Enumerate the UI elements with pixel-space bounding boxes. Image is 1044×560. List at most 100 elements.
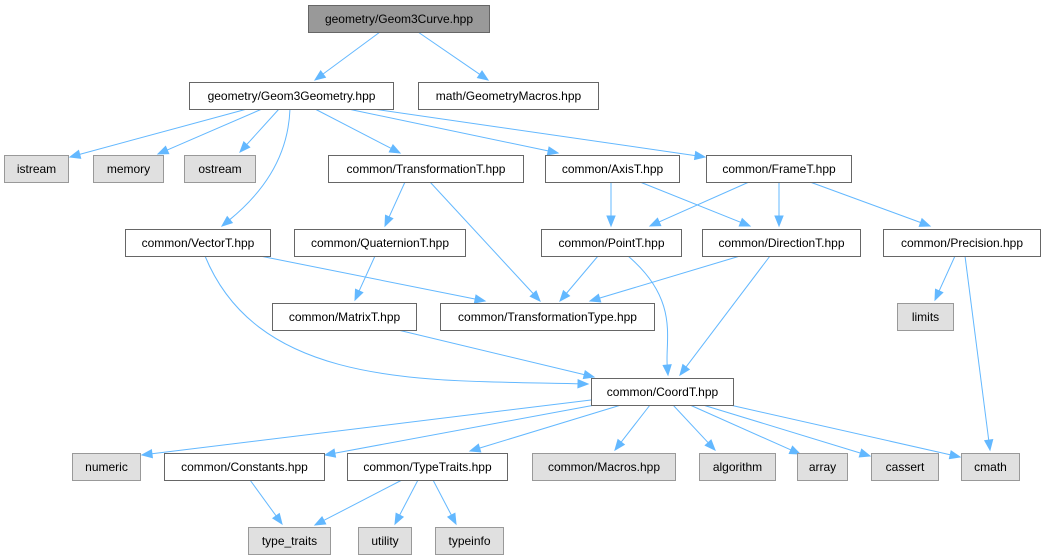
node-framet[interactable]: common/FrameT.hpp	[706, 155, 852, 183]
node-box	[184, 155, 256, 183]
node-label: common/TypeTraits.hpp	[363, 460, 492, 474]
node-label: common/DirectionT.hpp	[718, 236, 844, 250]
node-label: cassert	[886, 460, 925, 474]
edge-constants-to-type_traits	[249, 479, 283, 526]
node-label: istream	[17, 162, 56, 176]
node-box	[418, 82, 599, 110]
node-algorithm: algorithm	[699, 453, 776, 481]
node-box	[347, 453, 508, 481]
edge-directiont-to-coordt	[679, 255, 771, 377]
node-box	[871, 453, 939, 481]
arrowhead-icon	[476, 70, 490, 81]
edge-coordt-to-array	[689, 404, 802, 455]
node-label: numeric	[85, 460, 128, 474]
node-box	[72, 453, 141, 481]
edge-pointt-to-coordt	[627, 255, 672, 377]
node-box	[541, 229, 682, 257]
node-box	[440, 303, 655, 331]
node-quaterniont[interactable]: common/QuaternionT.hpp	[294, 229, 466, 257]
edge-geom3geometry-to-ostream	[239, 108, 280, 153]
node-transformationtype[interactable]: common/TransformationType.hpp	[440, 303, 655, 331]
edge-typetraits-to-typeinfo	[432, 479, 457, 526]
node-vectort[interactable]: common/VectorT.hpp	[125, 229, 271, 257]
node-transformationt[interactable]: common/TransformationT.hpp	[328, 155, 524, 183]
edge-geom3geometry-to-istream	[68, 108, 248, 159]
node-box	[961, 453, 1020, 481]
edge-geom3geometry-to-axist	[347, 108, 560, 156]
arrowhead-icon	[473, 294, 487, 304]
edge-line	[228, 108, 291, 221]
node-geom3geometry[interactable]: geometry/Geom3Geometry.hpp	[189, 82, 394, 110]
arrowhead-icon	[323, 448, 337, 458]
arrowhead-icon	[918, 217, 932, 227]
edge-line	[429, 181, 535, 295]
arrowhead-icon	[588, 293, 602, 303]
node-label: geometry/Geom3Curve.hpp	[325, 12, 473, 26]
node-box	[435, 527, 504, 555]
arrowhead-icon	[662, 364, 672, 377]
edge-line	[398, 479, 419, 517]
arrowhead-icon	[446, 512, 457, 526]
node-array: array	[797, 453, 848, 481]
arrowhead-icon	[394, 512, 405, 526]
edge-axist-to-pointt	[606, 182, 616, 228]
node-box	[797, 453, 848, 481]
arrowhead-icon	[774, 215, 784, 228]
edge-line	[249, 479, 278, 518]
node-box	[4, 155, 69, 183]
edge-line	[358, 255, 376, 293]
node-label: common/Precision.hpp	[901, 236, 1023, 250]
edge-line	[658, 181, 750, 223]
edge-geom3geometry-to-transformationt	[314, 108, 402, 154]
node-precision[interactable]: common/Precision.hpp	[883, 229, 1041, 257]
edge-matrixt-to-coordt	[397, 329, 596, 380]
edge-framet-to-directiont	[774, 182, 784, 228]
edge-line	[372, 108, 697, 157]
node-geometrymacros[interactable]: math/GeometryMacros.hpp	[418, 82, 599, 110]
arrowhead-icon	[738, 217, 752, 227]
edges-layer	[68, 31, 994, 526]
node-box	[883, 229, 1041, 257]
arrowhead-icon	[468, 443, 482, 453]
node-label: common/MatrixT.hpp	[289, 310, 401, 324]
node-label: type_traits	[262, 534, 317, 548]
edge-transformationt-to-quaterniont	[384, 181, 406, 228]
node-label: common/VectorT.hpp	[142, 236, 255, 250]
edge-line	[672, 404, 710, 444]
node-constants[interactable]: common/Constants.hpp	[164, 453, 325, 481]
node-pointt[interactable]: common/PointT.hpp	[541, 229, 682, 257]
node-matrixt[interactable]: common/MatrixT.hpp	[272, 303, 417, 331]
edge-line	[245, 108, 280, 146]
edge-line	[321, 31, 381, 76]
node-geom3curve[interactable]: geometry/Geom3Curve.hpp	[308, 5, 490, 33]
edge-coordt-to-numeric	[140, 399, 592, 459]
edge-line	[78, 108, 248, 156]
edge-coordt-to-macros	[614, 404, 651, 452]
edge-precision-to-cmath	[964, 255, 994, 452]
arrowhead-icon	[934, 288, 944, 302]
node-axist[interactable]: common/AxisT.hpp	[545, 155, 680, 183]
node-directiont[interactable]: common/DirectionT.hpp	[702, 229, 861, 257]
arrowhead-icon	[648, 217, 662, 227]
node-typetraits[interactable]: common/TypeTraits.hpp	[347, 453, 508, 481]
edge-line	[809, 181, 922, 224]
node-label: common/AxisT.hpp	[562, 162, 664, 176]
node-limits: limits	[897, 303, 954, 331]
node-label: geometry/Geom3Geometry.hpp	[208, 89, 376, 103]
edge-line	[322, 479, 403, 522]
node-label: common/TransformationT.hpp	[347, 162, 506, 176]
node-coordt[interactable]: common/CoordT.hpp	[591, 378, 734, 406]
edge-line	[417, 31, 481, 76]
edge-directiont-to-transformationtype	[588, 255, 741, 303]
arrowhead-icon	[388, 143, 402, 154]
edge-line	[347, 108, 550, 152]
node-label: cmath	[974, 460, 1007, 474]
arrowhead-icon	[271, 512, 283, 526]
arrowhead-icon	[239, 141, 251, 153]
edge-line	[598, 255, 741, 299]
edge-line	[565, 255, 599, 295]
edge-pointt-to-transformationtype	[559, 255, 599, 303]
edge-quaterniont-to-matrixt	[354, 255, 376, 302]
node-label: common/Constants.hpp	[181, 460, 308, 474]
